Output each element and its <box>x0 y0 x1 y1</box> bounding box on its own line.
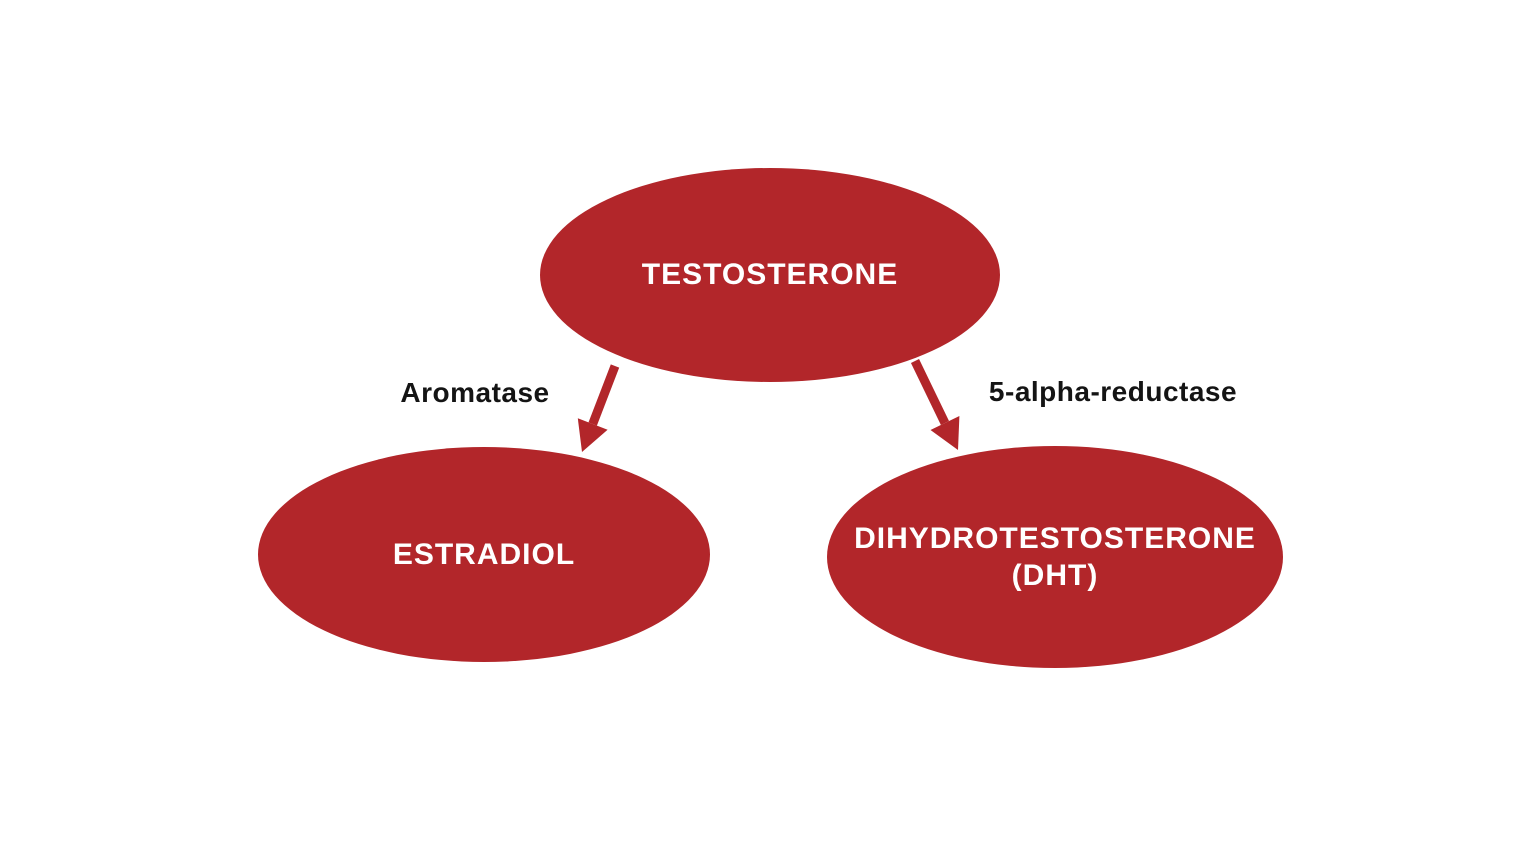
edge-label-aromatase: Aromatase <box>400 377 550 408</box>
node-testosterone: TESTOSTERONE <box>540 168 1000 382</box>
node-dht: DIHYDROTESTOSTERONE (DHT) <box>827 446 1283 668</box>
arrow-testosterone-to-estradiol <box>577 364 620 452</box>
arrow-testosterone-to-dht <box>910 359 960 450</box>
node-estradiol-label: ESTRADIOL <box>392 537 576 571</box>
edge-label-5-alpha-reductase: 5-alpha-reductase <box>988 376 1238 407</box>
node-dht-label-line2: (DHT) <box>1011 559 1099 592</box>
node-estradiol: ESTRADIOL <box>258 447 710 662</box>
node-testosterone-label: TESTOSTERONE <box>641 258 899 292</box>
node-dht-label-line1: DIHYDROTESTOSTERONE <box>854 521 1256 555</box>
